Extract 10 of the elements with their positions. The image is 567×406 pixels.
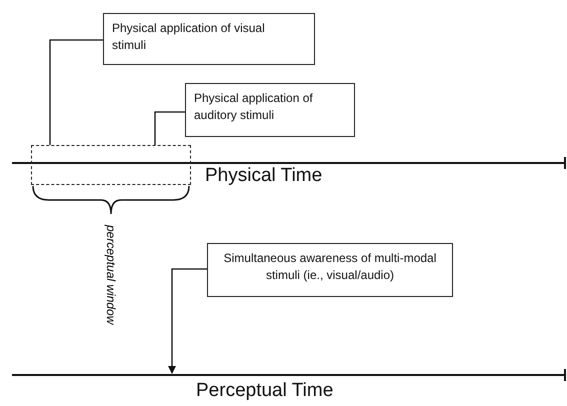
text-box: Physical application of auditory stimuli xyxy=(185,83,355,137)
window-box xyxy=(31,145,191,185)
axis-label: Physical Time xyxy=(205,165,322,187)
text-box: Physical application of visual stimuli xyxy=(103,13,315,65)
axis-label: Perceptual Time xyxy=(196,380,334,402)
leader-line xyxy=(154,111,185,145)
text-box: Simultaneous awareness of multi-modal stimuli (ie., visual/audio) xyxy=(207,243,453,297)
leader-line xyxy=(49,39,103,145)
window-caption: perceptual window xyxy=(104,225,118,324)
arrow xyxy=(168,268,207,374)
